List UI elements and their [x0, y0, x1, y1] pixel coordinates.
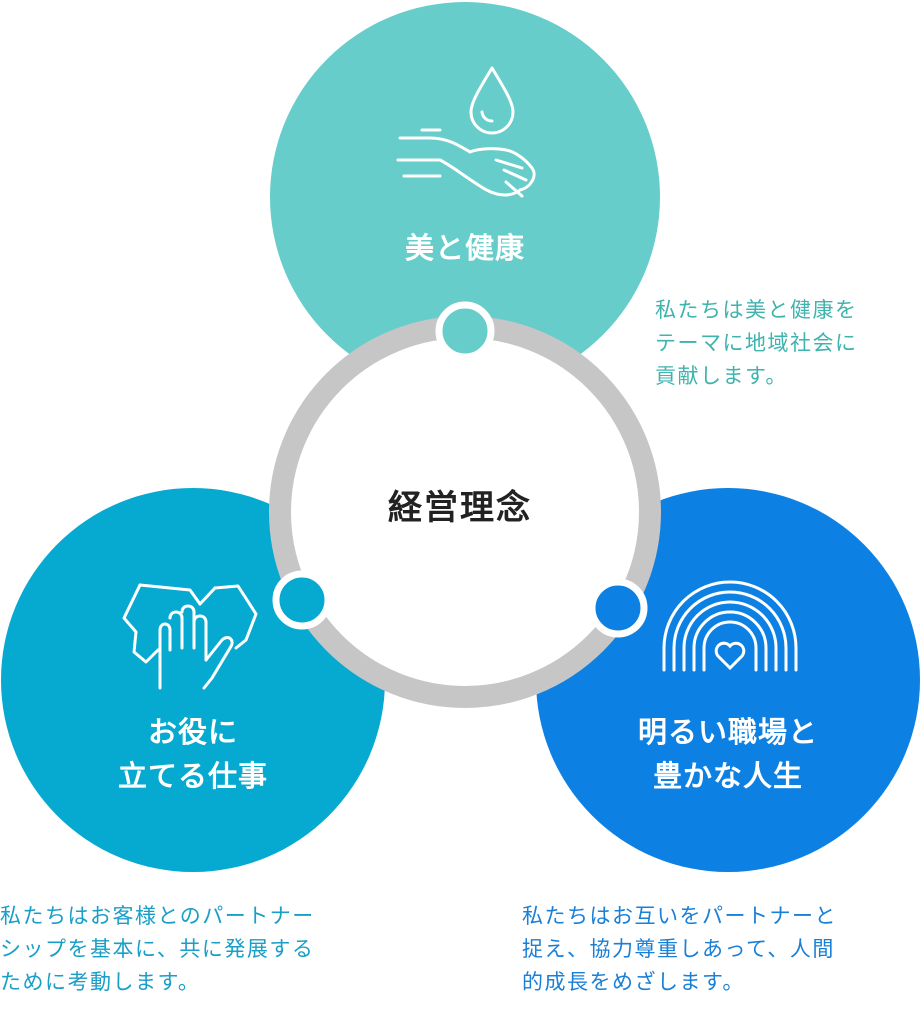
label-line: 豊かな人生 [652, 759, 803, 793]
label-bright-workplace: 明るい職場と 豊かな人生 [600, 710, 856, 798]
ring-node-left [272, 570, 332, 630]
description-line: 私たちはお互いをパートナーと [522, 904, 837, 928]
water-drop-hand-icon [396, 66, 536, 198]
label-line: 明るい職場と [637, 715, 818, 749]
description-line: 私たちはお客様とのパートナー [0, 904, 315, 928]
label-helpful-work: お役に 立てる仕事 [70, 710, 316, 798]
description-helpful-work: 私たちはお客様とのパートナー シップを基本に、共に発展する ために考動します。 [0, 900, 315, 999]
ring-node-top [435, 301, 495, 361]
description-beauty-health: 私たちは美と健康を テーマに地域社会に 貢献します。 [655, 294, 858, 393]
description-line: ために考動します。 [0, 970, 201, 994]
circle-beauty-health [270, 2, 660, 392]
description-line: シップを基本に、共に発展する [0, 937, 315, 961]
label-line: 美と健康 [404, 231, 525, 265]
description-line: テーマに地域社会に [655, 331, 858, 355]
description-line: 捉え、協力尊重しあって、人間 [522, 937, 835, 961]
center-title: 経営理念 [388, 488, 532, 528]
description-line: 的成長をめざします。 [522, 970, 745, 994]
rainbow-heart-icon [662, 580, 798, 672]
label-line: お役に [147, 715, 238, 749]
helping-hands-icon [122, 583, 258, 690]
label-line: 立てる仕事 [117, 759, 268, 793]
description-line: 私たちは美と健康を [655, 298, 858, 322]
description-line: 貢献します。 [655, 364, 788, 388]
ring-node-right [588, 578, 648, 638]
center-disc [282, 329, 648, 695]
label-beauty-health: 美と健康 [340, 226, 590, 270]
description-bright-workplace: 私たちはお互いをパートナーと 捉え、協力尊重しあって、人間 的成長をめざします。 [522, 900, 837, 999]
